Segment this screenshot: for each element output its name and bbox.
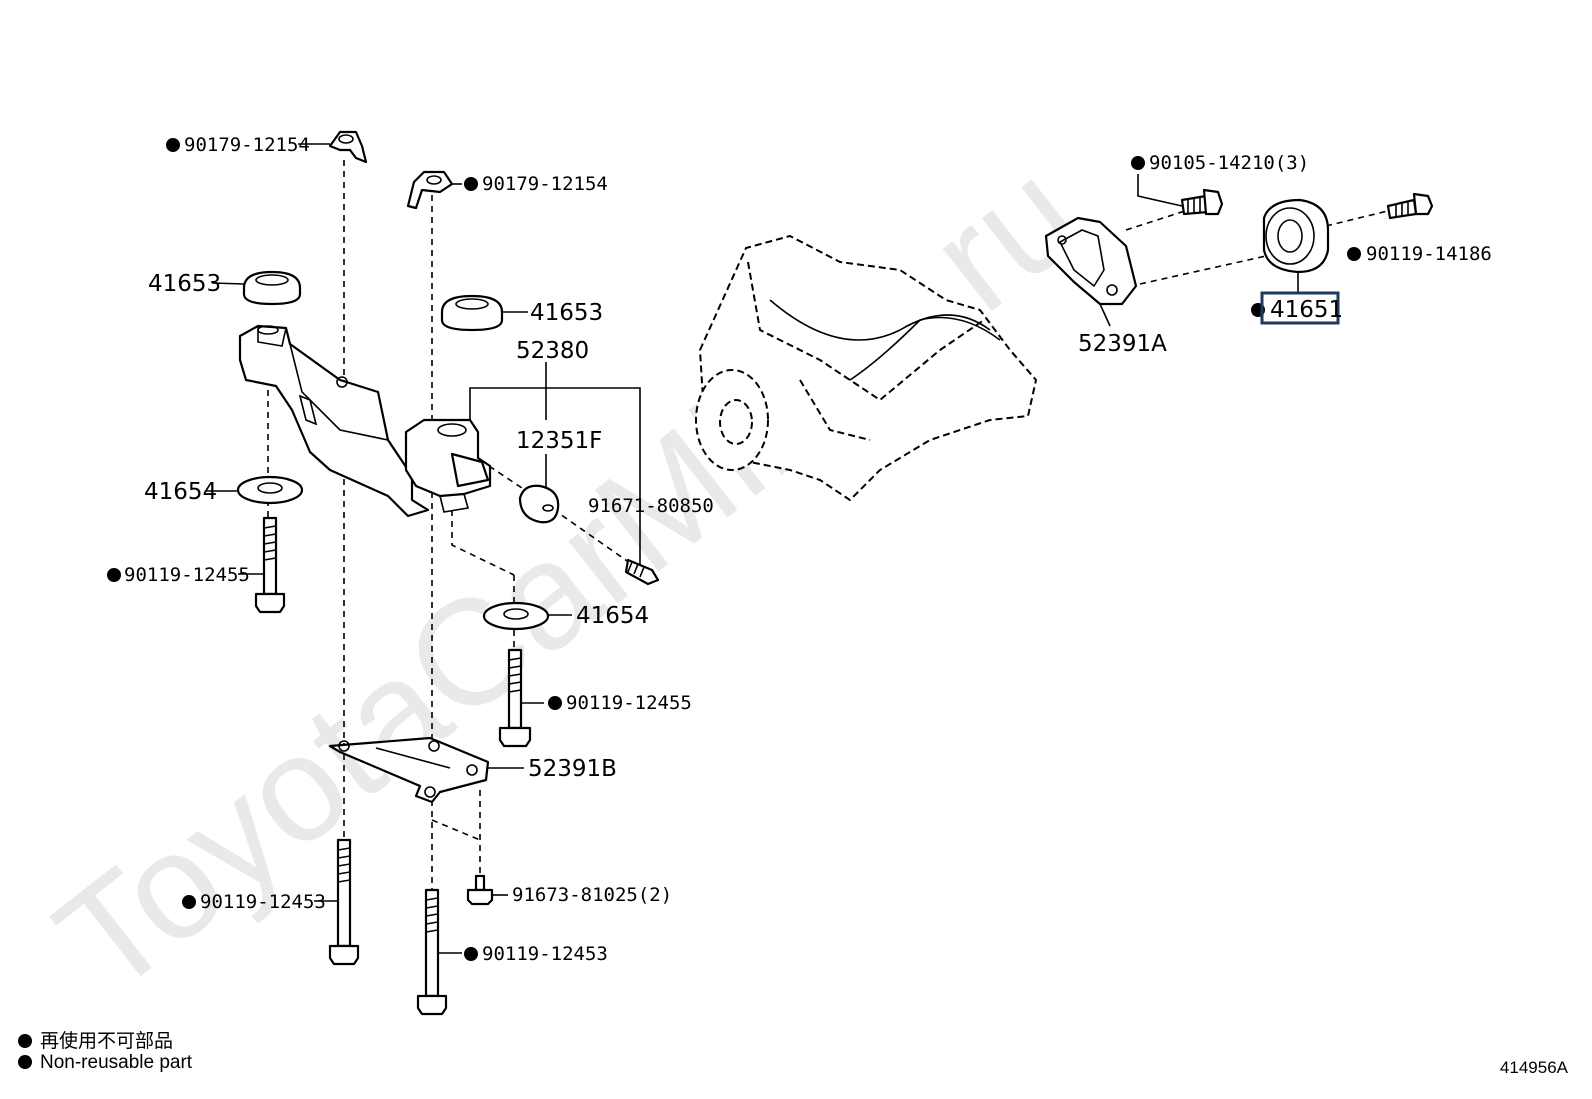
part-label: 90119-14186	[1366, 243, 1492, 265]
legend-item-jp: 再使用不可部品	[18, 1026, 173, 1053]
non-reusable-marker	[548, 696, 562, 710]
figure-id: 414956A	[1499, 1058, 1568, 1077]
highlight-box[interactable]	[1260, 291, 1340, 325]
legend-text-jp: 再使用不可部品	[40, 1031, 174, 1052]
washer-41654-b	[482, 601, 550, 631]
insulator-41653-a	[242, 270, 302, 306]
bullet-icon	[18, 1055, 32, 1069]
non-reusable-marker	[464, 947, 478, 961]
legend-text-en: Non-reusable part	[40, 1052, 193, 1073]
insulator-41653-b	[440, 294, 504, 332]
part-label: 91671-80850	[588, 495, 714, 517]
non-reusable-marker	[464, 177, 478, 191]
non-reusable-marker	[1347, 247, 1361, 261]
clip-90179-b	[406, 170, 454, 210]
bolt-91673	[466, 874, 494, 906]
bolt-90119-12455-a	[254, 516, 286, 614]
part-label: 90119-12455	[124, 564, 250, 586]
bolt-90119-12453-a	[328, 838, 360, 966]
part-label: 90119-12453	[482, 943, 608, 965]
non-reusable-marker	[182, 895, 196, 909]
leader-line	[1099, 303, 1111, 327]
bolt-90105	[1180, 188, 1224, 216]
non-reusable-marker	[1131, 156, 1145, 170]
transmission-ghost	[695, 235, 1037, 501]
guide-line	[1325, 207, 1401, 227]
mount-41651	[1262, 198, 1330, 274]
bracket-52380	[238, 324, 492, 518]
part-label: 52391B	[528, 756, 617, 782]
guide-line	[451, 510, 515, 576]
part-label-highlighted[interactable]: 41651	[1270, 297, 1343, 323]
bolt-90119-14186	[1386, 192, 1434, 220]
washer-41654-a	[236, 475, 304, 505]
bolt-90119-12453-b	[416, 888, 448, 1016]
leader-line	[211, 282, 245, 285]
non-reusable-marker	[107, 568, 121, 582]
guide-line	[431, 819, 481, 841]
non-reusable-marker	[166, 138, 180, 152]
part-label: 90105-14210(3)	[1149, 152, 1309, 174]
leader-line	[469, 387, 641, 565]
part-label: 90179-12154	[184, 134, 310, 156]
part-label: 41653	[530, 300, 603, 326]
guide-line	[1139, 255, 1267, 285]
part-label: 41654	[576, 603, 649, 629]
bracket-52391A	[1044, 216, 1138, 306]
leader-line	[1137, 174, 1183, 207]
part-label: 52380	[516, 338, 589, 364]
bullet-icon	[18, 1034, 32, 1048]
part-label: 52391A	[1078, 331, 1167, 357]
guide-line	[479, 459, 641, 571]
part-label: 90179-12154	[482, 173, 608, 195]
insulator-12351F	[518, 484, 560, 524]
part-label: 90119-12453	[200, 891, 326, 913]
part-label: 41653	[148, 271, 221, 297]
part-label: 90119-12455	[566, 692, 692, 714]
bolt-90119-12455-b	[498, 648, 532, 748]
legend-item-en: Non-reusable part	[18, 1052, 192, 1074]
bolt-91671	[624, 558, 660, 586]
part-label: 12351F	[516, 428, 602, 454]
part-label: 41654	[144, 479, 217, 505]
part-label: 91673-81025(2)	[512, 884, 672, 906]
bracket-52391B	[328, 736, 490, 804]
clip-90179-a	[328, 130, 368, 164]
